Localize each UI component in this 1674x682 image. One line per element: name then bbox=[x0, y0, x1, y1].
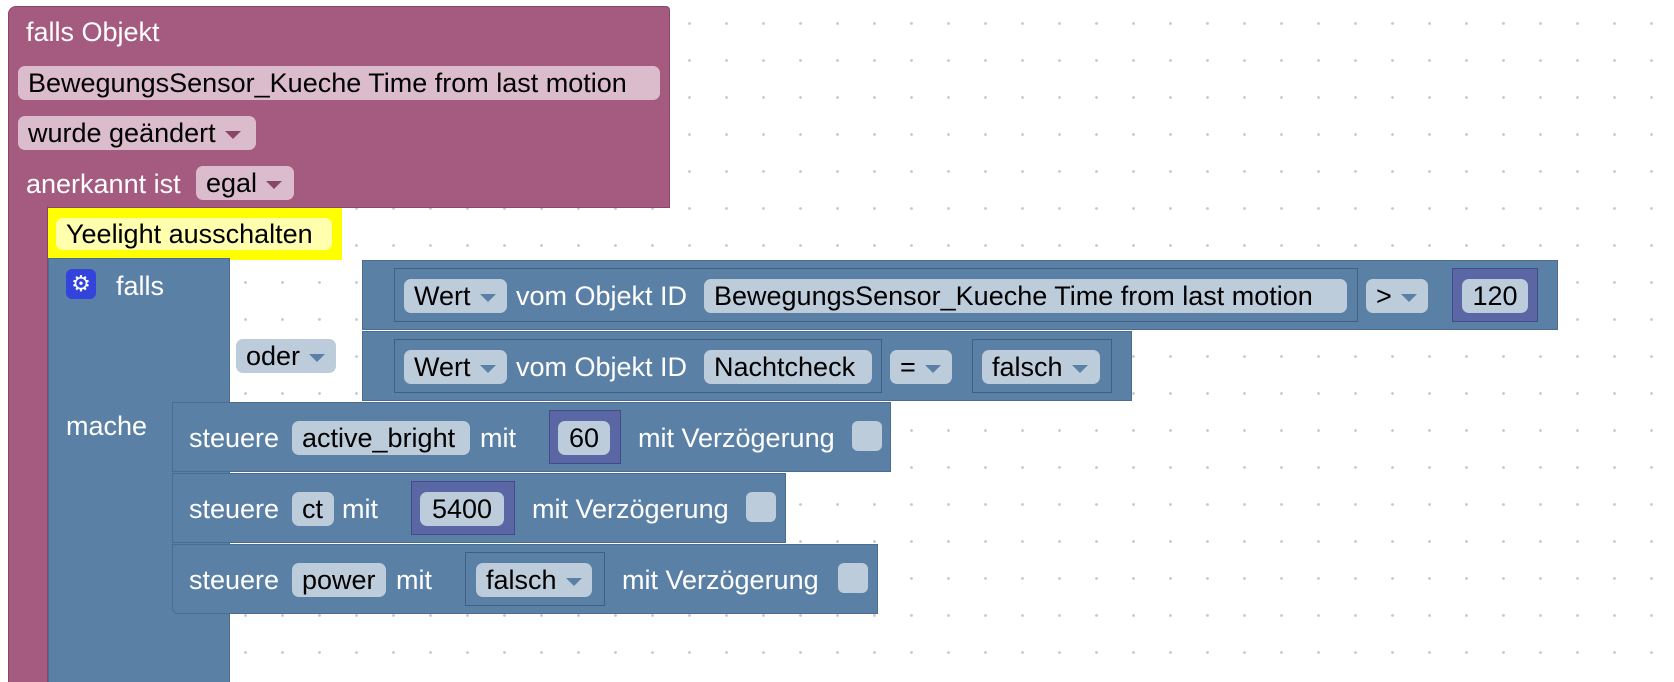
operator-dropdown-1[interactable]: > bbox=[1366, 279, 1428, 313]
ack-label: anerkannt ist bbox=[26, 169, 181, 199]
trigger-change-dropdown[interactable]: wurde geändert bbox=[18, 116, 256, 150]
boolean-block-3[interactable] bbox=[465, 552, 605, 606]
trigger-block-spine bbox=[8, 206, 48, 682]
gear-icon[interactable]: ⚙ bbox=[66, 269, 96, 299]
chevron-down-icon bbox=[479, 364, 496, 373]
action-verb-1: steuere bbox=[189, 423, 280, 453]
action-target-3[interactable]: power bbox=[292, 563, 386, 597]
action-with-3: mit bbox=[396, 565, 432, 595]
delay-checkbox-2[interactable] bbox=[746, 492, 776, 522]
comment-field[interactable]: Yeelight ausschalten bbox=[56, 218, 332, 250]
chevron-down-icon bbox=[479, 293, 496, 302]
action-with-2: mit bbox=[342, 494, 378, 524]
compare-block-1[interactable] bbox=[394, 268, 1358, 322]
if-block-arm bbox=[172, 258, 230, 404]
number-field-60[interactable]: 60 bbox=[558, 421, 610, 455]
chevron-down-icon bbox=[309, 353, 326, 362]
action-delay-label-1: mit Verzögerung bbox=[638, 423, 835, 453]
number-field-5400[interactable]: 5400 bbox=[420, 492, 504, 526]
chevron-down-icon bbox=[565, 577, 582, 586]
action-target-2[interactable]: ct bbox=[292, 492, 334, 526]
compare-block-2[interactable] bbox=[394, 339, 882, 393]
action-with-1: mit bbox=[480, 423, 516, 453]
chevron-down-icon bbox=[1400, 293, 1417, 302]
number-field-120[interactable]: 120 bbox=[1462, 279, 1528, 313]
if-label: falls bbox=[116, 271, 165, 301]
trigger-header: falls Objekt bbox=[26, 17, 160, 47]
action-delay-label-2: mit Verzögerung bbox=[532, 494, 729, 524]
do-label: mache bbox=[66, 411, 148, 441]
chevron-down-icon bbox=[924, 364, 941, 373]
delay-checkbox-3[interactable] bbox=[838, 563, 868, 593]
action-verb-2: steuere bbox=[189, 494, 280, 524]
boolean-dropdown-2[interactable]: falsch bbox=[982, 350, 1100, 384]
object-id-field-1[interactable]: BewegungsSensor_Kueche Time from last mo… bbox=[704, 279, 1347, 313]
of-object-label-1: vom Objekt ID bbox=[516, 281, 688, 311]
action-delay-label-3: mit Verzögerung bbox=[622, 565, 819, 595]
action-verb-3: steuere bbox=[189, 565, 280, 595]
value-type-dropdown-2[interactable]: Wert bbox=[404, 350, 507, 384]
trigger-block[interactable] bbox=[8, 6, 670, 208]
chevron-down-icon bbox=[266, 180, 283, 189]
chevron-down-icon bbox=[1071, 364, 1088, 373]
of-object-label-2: vom Objekt ID bbox=[516, 352, 688, 382]
value-type-dropdown-1[interactable]: Wert bbox=[404, 279, 507, 313]
delay-checkbox-1[interactable] bbox=[852, 421, 882, 451]
boolean-dropdown-3[interactable]: falsch bbox=[476, 563, 592, 597]
action-target-1[interactable]: active_bright bbox=[292, 421, 470, 455]
chevron-down-icon bbox=[224, 130, 241, 139]
trigger-object-field[interactable]: BewegungsSensor_Kueche Time from last mo… bbox=[18, 66, 660, 100]
action-row-1[interactable] bbox=[172, 402, 891, 472]
boolean-block-2[interactable] bbox=[972, 339, 1112, 393]
or-dropdown[interactable]: oder bbox=[236, 339, 336, 373]
object-id-field-2[interactable]: Nachtcheck bbox=[704, 350, 872, 384]
ack-dropdown[interactable]: egal bbox=[196, 166, 294, 200]
operator-dropdown-2[interactable]: = bbox=[890, 350, 952, 384]
